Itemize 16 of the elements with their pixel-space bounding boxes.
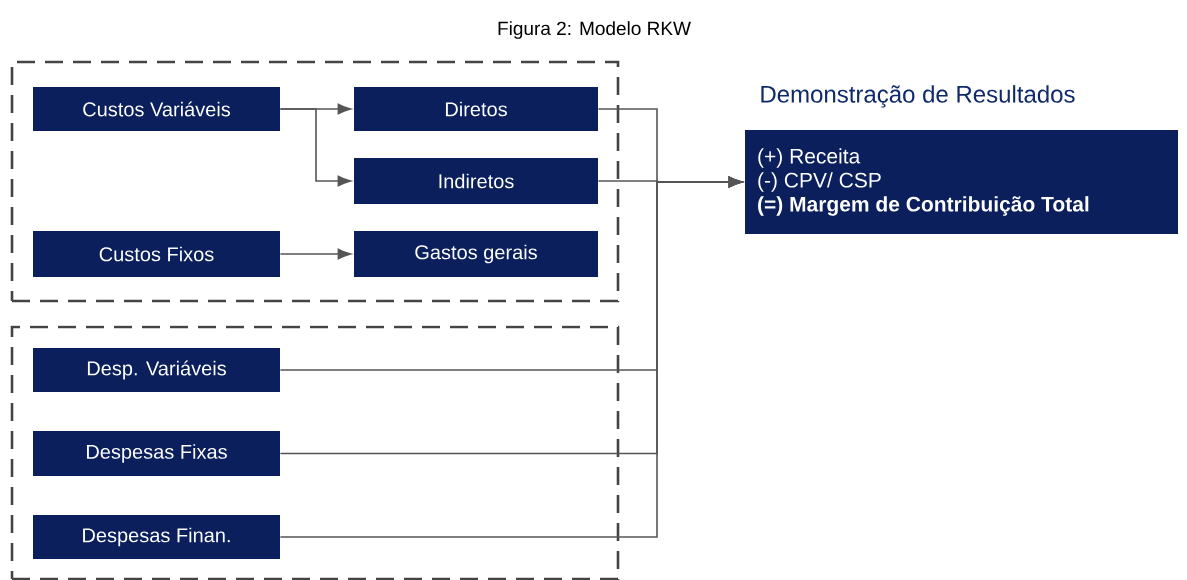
- result-box: (+) Receita (-) CPV/ CSP (=) Margem de Contribuição Total: [745, 130, 1178, 234]
- dashed-group-box: [10, 60, 620, 303]
- figure-title: Figura 2: Modelo RKW: [498, 21, 691, 39]
- process-box: Custos Variáveis: [33, 87, 280, 131]
- process-box: Gastos gerais: [354, 231, 598, 277]
- process-box: Indiretos: [354, 158, 598, 204]
- process-box: Despesas Fixas: [33, 431, 280, 476]
- arrow: [279, 108, 352, 187]
- process-box: Diretos: [354, 87, 598, 131]
- process-box: Desp. Variáveis: [33, 348, 280, 392]
- dashed-group-box: [10, 325, 620, 580]
- arrow: [279, 176, 743, 538]
- arrow: [279, 248, 352, 260]
- heading: Demonstração de Resultados: [761, 85, 1075, 108]
- process-box: Despesas Finan.: [33, 515, 280, 559]
- process-box: Custos Fixos: [33, 231, 280, 277]
